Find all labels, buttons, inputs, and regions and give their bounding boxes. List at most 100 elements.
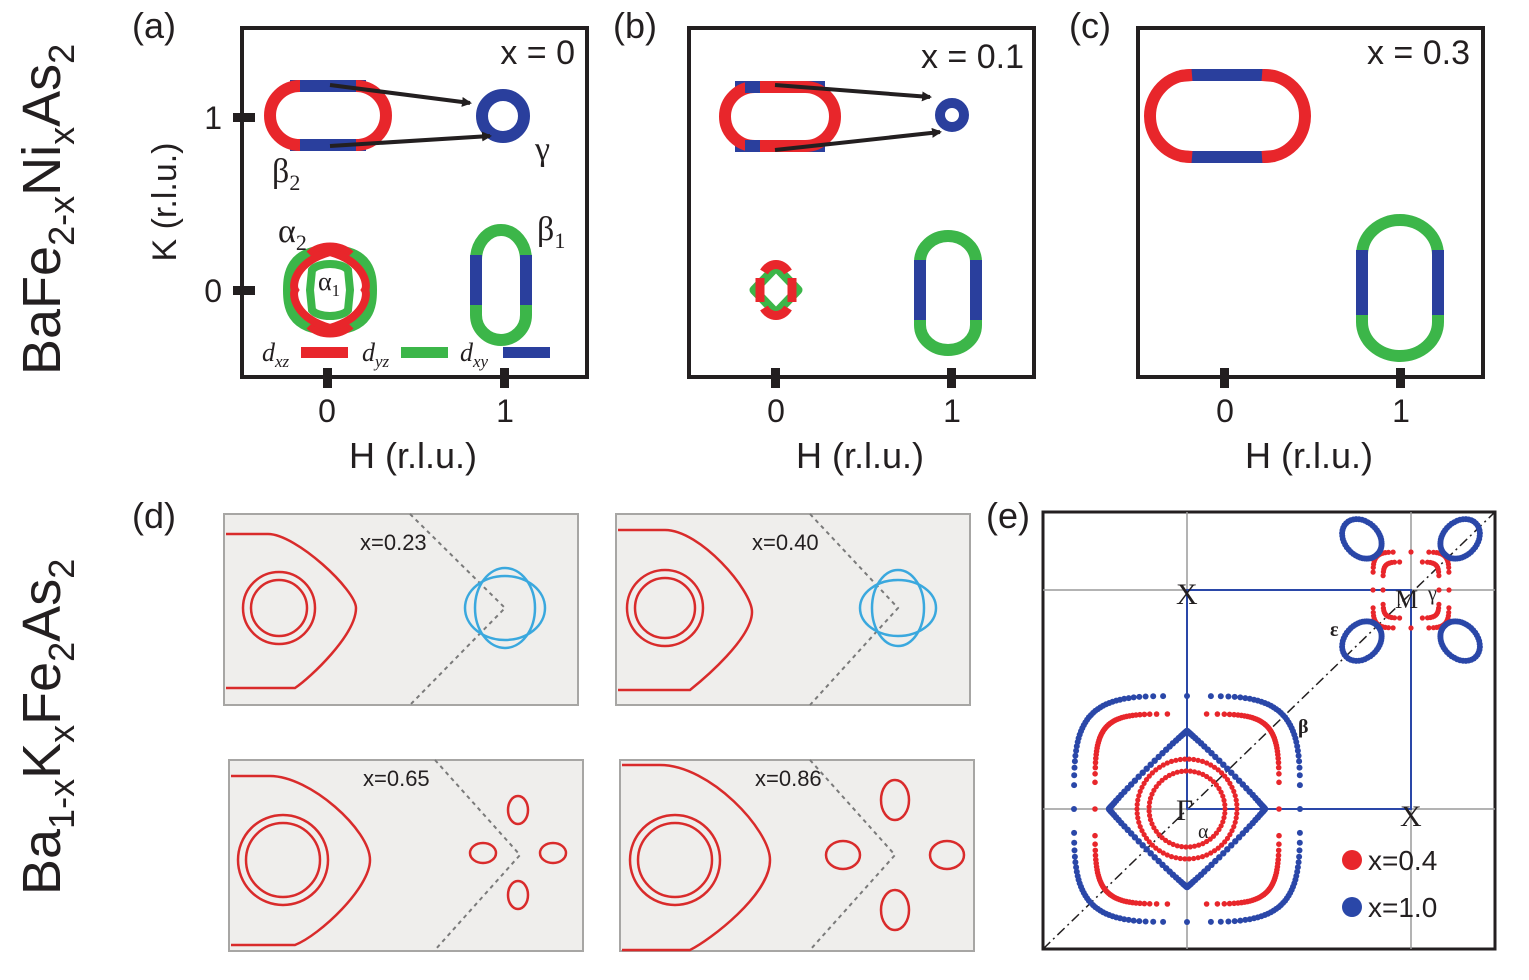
fs-dot — [1276, 841, 1282, 847]
fs-dot — [1142, 918, 1149, 925]
row-top-sub1: 2-x — [41, 196, 82, 246]
fs-dot — [1380, 601, 1386, 608]
fs-dot — [1195, 757, 1201, 763]
fs-dot — [1195, 855, 1201, 861]
fs-dot — [1216, 854, 1223, 861]
fs-dot — [1164, 711, 1171, 717]
fs-dot — [1130, 917, 1137, 924]
fs-dot — [1159, 777, 1165, 783]
panel-c-xtick-label-1: 1 — [1392, 393, 1410, 429]
fs-dot — [1141, 832, 1147, 838]
fs-dot — [1385, 549, 1392, 555]
fs-dot — [1234, 806, 1240, 812]
fs-dot — [1214, 901, 1221, 907]
fs-dot — [1419, 615, 1425, 621]
fs-dot — [1225, 918, 1232, 925]
panel-a-frame — [240, 26, 589, 379]
fs-dot — [1225, 693, 1232, 700]
fs-dot — [1391, 559, 1398, 565]
fs-dot — [1220, 819, 1226, 825]
fs-dot — [1092, 841, 1098, 847]
fs-dot — [1151, 825, 1157, 831]
panel-c-xtick-1 — [1396, 368, 1405, 388]
fs-dot — [1131, 777, 1139, 784]
fs-dot — [1208, 762, 1214, 768]
fs-dot — [1204, 838, 1210, 845]
panel-d-sub-x065: x=0.65 — [228, 759, 584, 952]
fs-dot — [1125, 695, 1132, 702]
fs-dot — [1217, 693, 1224, 700]
panel-c: (c) x = 0.3 0 1 H (r.l.u.) — [1069, 5, 1485, 476]
fs-dot — [1139, 828, 1145, 834]
fs-dot — [1203, 901, 1210, 907]
row-bot-base: Ba — [12, 828, 72, 895]
fs-dot — [1196, 842, 1202, 848]
fs-dot — [1139, 784, 1145, 790]
fs-dot — [1177, 756, 1183, 763]
fs-dot — [1143, 777, 1150, 783]
fs-dot — [1147, 795, 1154, 801]
fs-dot — [1164, 901, 1171, 907]
panel-c-label: (c) — [1069, 5, 1111, 46]
fs-dot — [1296, 853, 1303, 860]
panel-d-sub-x065-label: x=0.65 — [363, 766, 430, 791]
panel-b-nesting-arrow-top — [774, 83, 932, 102]
fs-dot — [1199, 758, 1206, 765]
fs-dot — [1234, 801, 1240, 808]
fs-dot — [1446, 564, 1452, 571]
fs-dot — [1143, 765, 1150, 772]
fs-dot — [1200, 841, 1206, 847]
fs-dot — [1213, 782, 1219, 788]
fs-dot — [1073, 868, 1080, 875]
panel-d-sub-x023-label: x=0.23 — [360, 530, 427, 555]
fs-dot — [1218, 789, 1224, 795]
fs-dot — [1186, 756, 1192, 762]
fs-dot — [1211, 764, 1218, 770]
fs-dot — [1073, 747, 1080, 754]
fs-dot — [1222, 839, 1228, 845]
fs-dot — [1214, 711, 1221, 717]
fs-dot — [1072, 859, 1079, 866]
panel-e-point-x-right: X — [1400, 800, 1422, 833]
fs-dot — [1237, 917, 1244, 924]
fs-dot — [1147, 799, 1153, 806]
fs-dot — [1125, 916, 1132, 923]
fs-dot — [1446, 605, 1452, 611]
fs-dot — [1470, 518, 1477, 525]
panel-d-sub-x040-label: x=0.40 — [752, 530, 819, 555]
fs-dot — [1139, 769, 1146, 776]
fs-dot — [1146, 901, 1153, 907]
fs-dot — [1217, 918, 1224, 925]
panel-b-x-value: x = 0.1 — [921, 38, 1024, 76]
fs-dot — [1168, 758, 1175, 765]
panel-d-sub-x040: x=0.40 — [615, 513, 971, 706]
fs-dot — [1233, 797, 1239, 803]
fs-dot — [1231, 788, 1237, 795]
fs-dot — [1424, 615, 1431, 621]
panel-b-xtick-label-0: 0 — [767, 393, 785, 429]
fs-dot — [1184, 919, 1190, 925]
fs-dot — [1139, 842, 1146, 849]
panel-e-point-gamma: γ — [1427, 583, 1437, 605]
fs-dot — [1153, 845, 1159, 851]
legend-dxz-label: dxz — [262, 338, 290, 371]
panel-e-legend-x10: x=1.0 — [1368, 892, 1437, 923]
fs-dot — [1208, 850, 1214, 856]
fs-dot — [1191, 756, 1197, 763]
fs-dot — [1242, 916, 1249, 923]
fs-dot — [1221, 901, 1228, 907]
fs-dot — [1242, 695, 1249, 702]
fs-dot — [1408, 549, 1414, 555]
fs-dot — [1092, 771, 1098, 777]
fs-dot — [1370, 609, 1376, 616]
fs-dot — [1430, 625, 1437, 631]
fs-dot — [1235, 834, 1243, 841]
panel-a-beta2-pocket — [264, 80, 392, 151]
fs-dot — [1155, 857, 1162, 865]
panel-a-gamma-label: γ — [534, 131, 550, 168]
panel-e: (e) X M γ ε β Γ α X x=0.4 x=1.0 — [986, 495, 1497, 951]
fs-dot — [1294, 743, 1301, 750]
fs-dot — [1149, 842, 1155, 848]
fs-dot — [1149, 821, 1155, 827]
fs-dot — [1135, 838, 1142, 845]
